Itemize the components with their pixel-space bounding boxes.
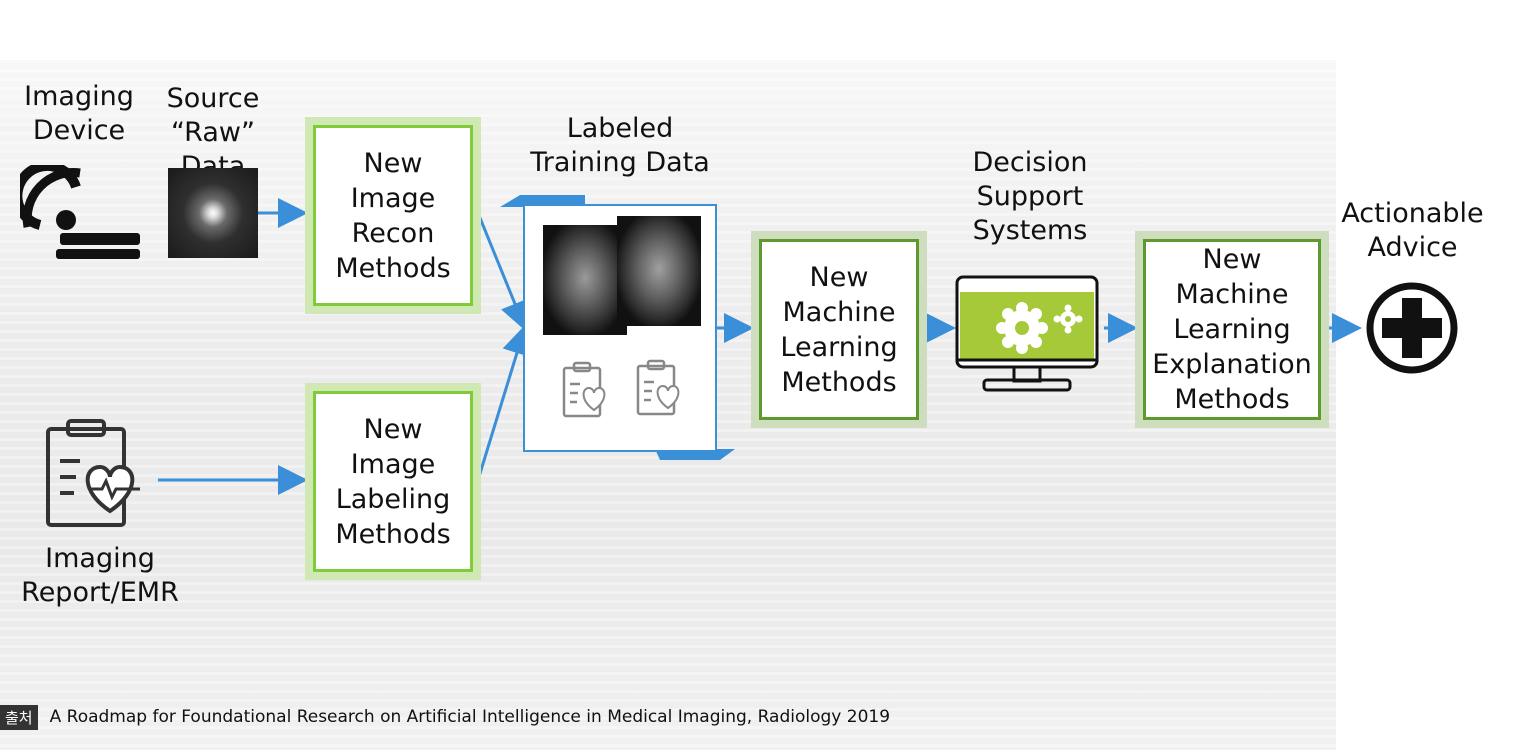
recon-methods-text: New Image Recon Methods — [335, 147, 451, 284]
imaging-device-label: Imaging Device — [24, 81, 134, 146]
mri-image — [617, 216, 701, 326]
source-citation: A Roadmap for Foundational Research on A… — [49, 707, 891, 727]
new-ml-explanation-methods-box: New Machine Learning Explanation Methods — [1143, 239, 1321, 420]
monitor-gears-icon — [955, 275, 1099, 392]
ml-explanation-text: New Machine Learning Explanation Methods — [1152, 244, 1312, 415]
raw-data-image — [168, 168, 258, 258]
labeled-training-data-label: Labeled Training Data — [530, 113, 710, 178]
actionable-advice-label: Actionable Advice — [1341, 198, 1484, 263]
arrow-labeling-to-training — [476, 324, 532, 481]
scanner-icon — [20, 165, 140, 259]
mri-image — [543, 225, 627, 335]
labeling-methods-text: New Image Labeling Methods — [335, 413, 451, 550]
clipboard-heart-icon — [46, 419, 140, 527]
ml-methods-text: New Machine Learning Methods — [780, 261, 898, 398]
imaging-report-label: Imaging Report/EMR — [21, 543, 179, 608]
arrow-recon-to-training — [476, 212, 529, 332]
decision-support-label: Decision Support Systems — [972, 147, 1088, 246]
medical-cross-icon — [1366, 282, 1458, 374]
source-tag: 출처 — [0, 704, 38, 730]
new-image-labeling-methods-box: New Image Labeling Methods — [313, 391, 473, 572]
source-caption: 출처 A Roadmap for Foundational Research o… — [0, 703, 890, 731]
clipboard-heart-icon — [636, 359, 680, 416]
clipboard-heart-icon — [562, 361, 606, 418]
new-image-recon-methods-box: New Image Recon Methods — [313, 125, 473, 306]
new-ml-methods-box: New Machine Learning Methods — [759, 239, 919, 420]
